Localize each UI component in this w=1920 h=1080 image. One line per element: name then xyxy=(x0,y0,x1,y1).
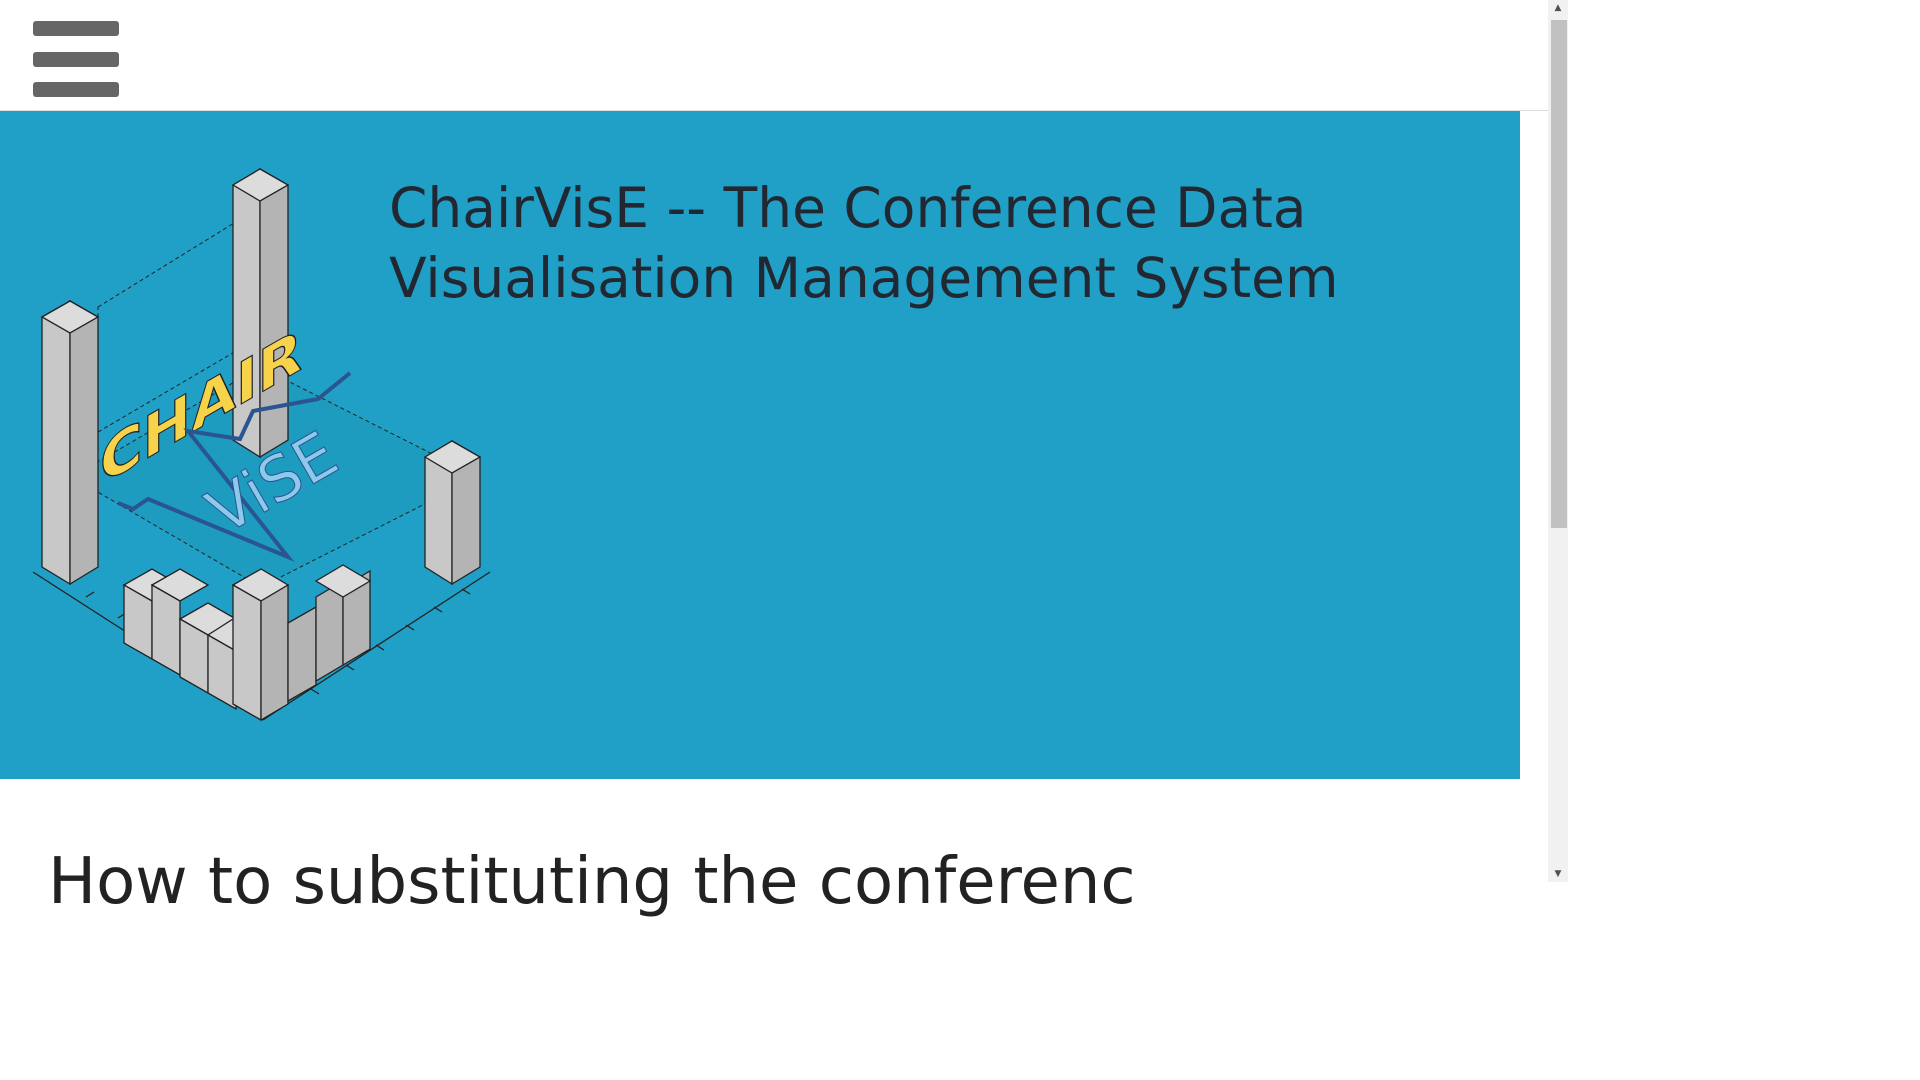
top-navbar xyxy=(0,0,1548,111)
section-heading: How to substituting the conferenc xyxy=(48,845,1136,919)
hamburger-bar xyxy=(33,52,119,67)
scroll-up-icon[interactable]: ▲ xyxy=(1554,3,1562,13)
hamburger-bar xyxy=(33,82,119,97)
hamburger-menu-icon[interactable] xyxy=(32,20,120,100)
chairvise-logo: CHAIR ViSE xyxy=(32,167,491,722)
hero-title: ChairVisE -- The Conference Data Visuali… xyxy=(389,176,1339,310)
scroll-down-icon[interactable]: ▼ xyxy=(1554,869,1562,879)
scrollbar-thumb[interactable] xyxy=(1551,20,1567,528)
hamburger-bar xyxy=(33,21,119,36)
vertical-scrollbar[interactable]: ▲ ▼ xyxy=(1548,0,1568,882)
hero-banner: CHAIR ViSE ChairVisE -- xyxy=(0,111,1520,779)
